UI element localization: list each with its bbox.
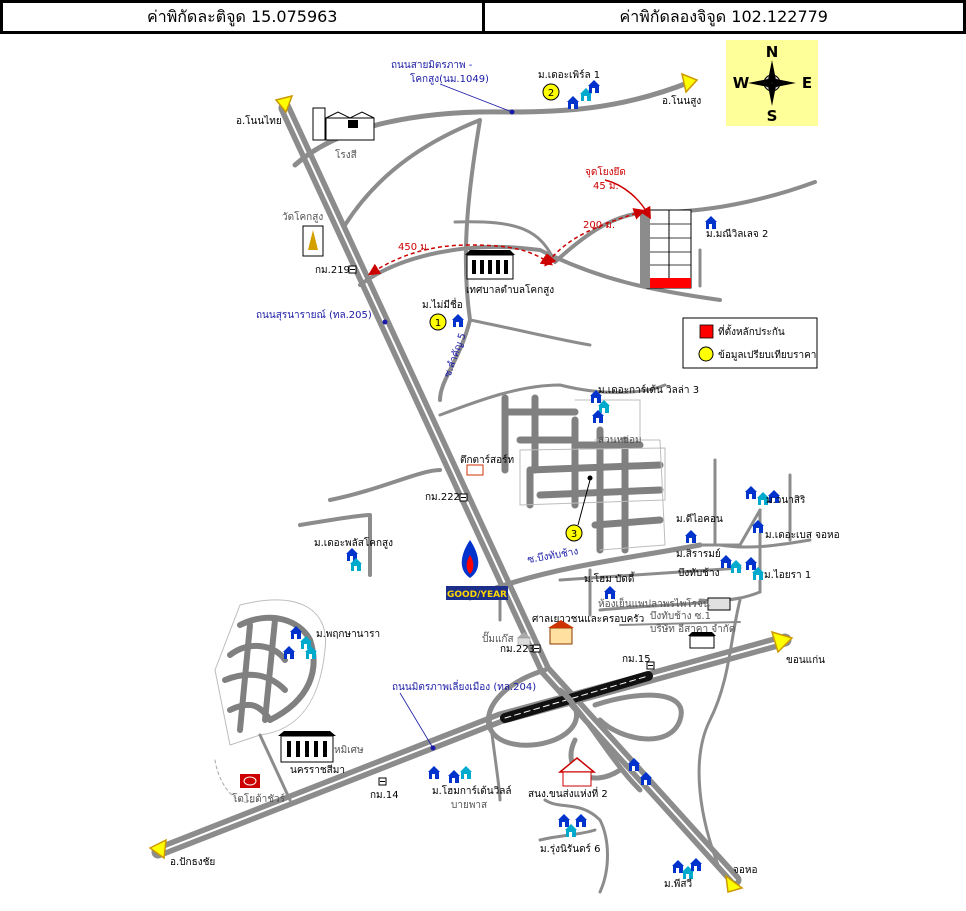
label-school: หมิเศษ <box>334 745 364 756</box>
label-km222: กม.222 <box>425 492 460 503</box>
label-youth-court: ศาลเยาวชนและครอบครัว <box>532 614 644 625</box>
label-45m: 45 ม. <box>593 181 619 192</box>
arrow-chok-chai <box>148 838 167 860</box>
label-bueng-thap-chang: บึงทับช้าง <box>678 567 720 579</box>
school-building-icon <box>278 731 336 763</box>
label-village-wanasiri: ม.วนาสิริ <box>766 495 806 506</box>
label-nakhon-ratchasima: นครราชสีมา <box>290 764 345 776</box>
legend-red-label: ที่ตั้งหลักประกัน <box>718 324 785 338</box>
ptt-logo-icon <box>461 540 479 578</box>
label-km219: กม.219 <box>315 265 350 276</box>
label-non-sung: อ.โนนสูง <box>662 94 701 107</box>
label-village-aiyara1: ม.ไอยรา 1 <box>764 569 811 581</box>
coordinate-header: ค่าพิกัดละติจูด 15.075963 ค่าพิกัดลองจิจ… <box>0 0 966 34</box>
label-village-home-buddy: ม.โฮม บัดดี้ <box>584 571 635 585</box>
gas-icon <box>517 632 531 646</box>
court-building-icon <box>548 620 574 645</box>
label-factory: โรงสี <box>335 148 357 161</box>
label-village-rungnirun6: ม.รุ่งนิรันดร์ 6 <box>540 843 600 855</box>
label-chok-chai: อ.ปักธงชัย <box>170 857 215 868</box>
factory-icon <box>312 107 375 141</box>
comparison-markers: 1 2 3 <box>429 83 593 542</box>
label-km15: กม.15 <box>622 654 651 665</box>
label-village-pearl1: ม.เดอะเพิร์ล 1 <box>538 69 600 81</box>
label-road-bypass: ถนนมิตรภาพเลี่ยงเมือง (ทล.204) <box>392 679 536 693</box>
compass-w: W <box>733 74 750 92</box>
label-toyota: โตโยต้าชัวร์ <box>232 792 286 805</box>
marker-2-label: 2 <box>548 88 554 99</box>
label-tuktara: ตึกตาร์สอร์ท <box>460 454 514 466</box>
label-suan-yom: สวนหย่อม <box>598 435 642 446</box>
arrow-khon-kaen <box>770 630 794 654</box>
label-mani-village: ม.มณีวิลเลจ 2 <box>706 228 768 240</box>
label-isara: บริษัท อีสาคา จำกัด <box>650 623 735 635</box>
label-soi-lakhan: ซ.ลำคัญ 5 <box>442 332 468 379</box>
label-200m: 200 ม. <box>583 220 615 231</box>
latitude-cell: ค่าพิกัดละติจูด 15.075963 <box>0 0 485 34</box>
arrow-cho-ho <box>725 874 744 893</box>
label-cold-storage: ห้องเย็นแพปลาพรไพโรจน์ <box>598 596 710 610</box>
label-village-pruksa: ม.พฤกษานารา <box>316 629 380 640</box>
label-village-siraram: ม.สิรารมย์ <box>676 548 721 560</box>
label-road-suranarai: ถนนสุรนารายณ์ (ทล.205) <box>256 309 372 321</box>
label-bueng-thap-chang-soi1: บึงทับช้าง ซ.1 <box>650 610 711 622</box>
compass-icon: N S E W <box>726 40 818 126</box>
cold-storage-icon <box>707 597 731 611</box>
arrow-non-sung <box>680 72 699 94</box>
label-transport: สนง.ขนส่งแห่งที่ 2 <box>528 786 608 800</box>
road-label-leaders <box>382 83 515 751</box>
marker-1-label: 1 <box>435 318 441 329</box>
compass-e: E <box>802 74 812 92</box>
label-gas-station: ปั๊มแก๊ส <box>482 631 514 645</box>
goodyear-logo-icon: GOOD/YEAR <box>446 586 508 600</box>
compass-s: S <box>767 107 778 125</box>
label-village-phisawi: ม.พีสวี <box>664 878 692 890</box>
label-km14: กม.14 <box>370 790 399 801</box>
distance-lines <box>367 179 651 276</box>
label-km223: กม.223 <box>500 644 535 655</box>
isara-building-icon <box>688 632 716 649</box>
label-village-plus: ม.เดอะพลัสโคกสูง <box>314 536 393 549</box>
label-village-the-base: ม.เดอะเบส จอหอ <box>765 530 840 541</box>
label-subject: จุดโยงยึด <box>585 165 626 178</box>
marker-3 <box>565 524 583 542</box>
label-municipality: เทศบาลตำบลโคกสูง <box>466 283 554 296</box>
label-village-home-garden: ม.โฮมการ์เด้นวิลล์ <box>432 784 512 797</box>
road-network <box>151 79 817 894</box>
label-soi-bueng-thap-chang: ซ.บึงทับช้าง <box>526 545 579 566</box>
label-temple: วัดโคกสูง <box>282 210 323 223</box>
building-icon <box>465 250 515 280</box>
tuktara-icon <box>466 464 484 476</box>
legend: ที่ตั้งหลักประกัน ข้อมูลเปรียบเทียบราคา <box>682 317 818 369</box>
label-450m: 450 ม. <box>398 242 430 253</box>
marker-1 <box>429 313 447 331</box>
labels: อ.โนนไทย อ.โนนสูง ขอนแก่น อ.ปักธงชัย จอห… <box>170 60 840 890</box>
legend-yellow-label: ข้อมูลเปรียบเทียบราคา <box>718 349 816 361</box>
longitude-cell: ค่าพิกัดลองจิจูด 102.122779 <box>484 0 966 34</box>
marker-3-label: 3 <box>571 529 577 540</box>
temple-icon <box>302 225 324 257</box>
label-village-dicon: ม.ดีไอคอน <box>676 513 723 525</box>
compass-n: N <box>766 43 779 61</box>
label-road-mittraphap-2: โคกสูง(นม.1049) <box>410 72 489 85</box>
label-khon-kaen: ขอนแก่น <box>786 655 825 666</box>
label-village-garden-villa3: ม.เดอะการ์เด้น วิลล่า 3 <box>598 384 699 396</box>
arrow-non-thai <box>274 94 294 114</box>
label-non-thai: อ.โนนไทย <box>236 114 282 127</box>
transport-office-icon <box>557 757 597 787</box>
marker-2 <box>542 83 560 101</box>
label-bypass: บายพาส <box>451 800 487 811</box>
svg-text:GOOD/YEAR: GOOD/YEAR <box>447 590 507 600</box>
toyota-logo-icon <box>240 774 260 788</box>
label-cho-ho: จอหอ <box>733 865 757 876</box>
label-village-mai-mi-chue: ม.ไม่มีชื่อ <box>422 297 463 311</box>
label-road-mittraphap: ถนนสายมิตรภาพ - <box>391 60 473 71</box>
direction-arrows <box>148 72 794 893</box>
subject-plot <box>640 209 692 289</box>
